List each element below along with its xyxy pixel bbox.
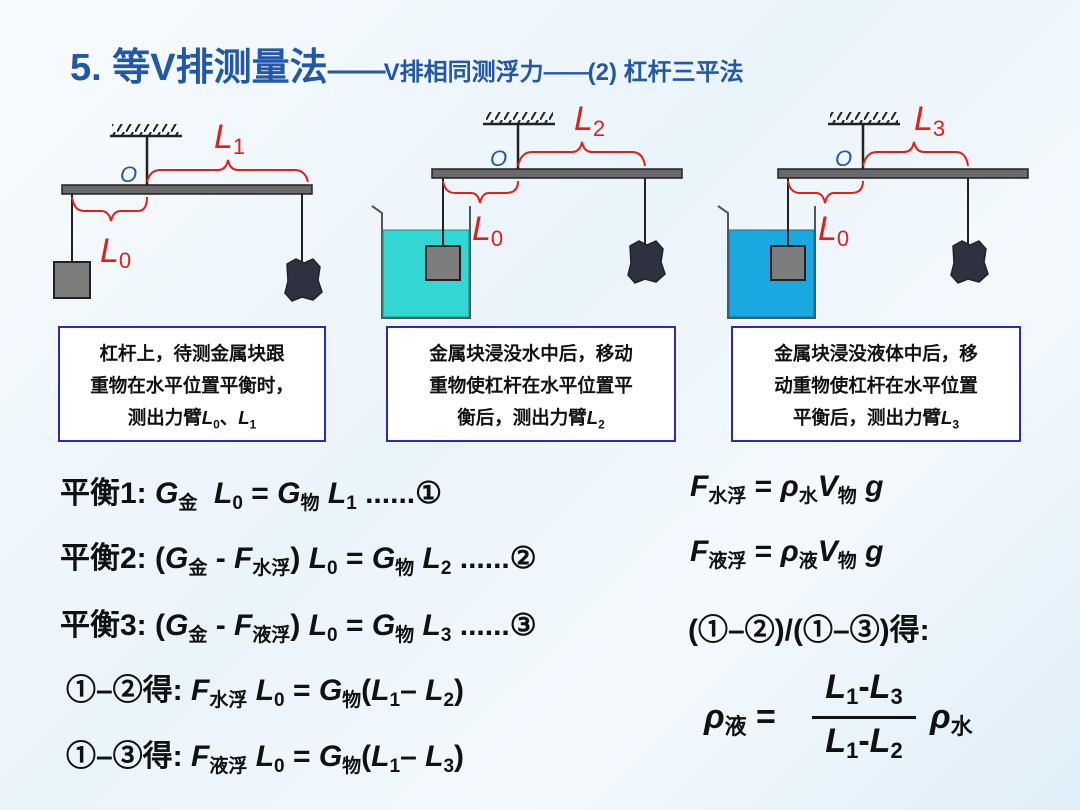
- step-3-line-3: 平衡后，测出力臂L3: [792, 407, 959, 432]
- brace-L3: [862, 141, 969, 167]
- step-1-line-3: 测出力臂L0、L1: [127, 407, 257, 432]
- brace-L1: [146, 159, 309, 183]
- equation-diff-1-3: ①–③得: F液浮 L0 = G物(L1– L3): [66, 740, 465, 777]
- metal-block-3: [770, 245, 806, 281]
- pivot-label-1: O: [120, 162, 137, 187]
- label-L0-2: L0: [472, 210, 503, 251]
- lever-bar-1: [61, 184, 313, 195]
- title-dash-2: ——: [543, 59, 590, 86]
- brace-L0-3: [787, 180, 864, 204]
- lever-setup-3: O L3 L0: [717, 100, 1029, 319]
- ceiling-hatch-1: [112, 124, 180, 136]
- equation-buoyancy-liquid: F液浮 = ρ液V物 g: [690, 535, 884, 572]
- equation-diff-1-2: ①–②得: F水浮 L0 = G物(L1– L2): [66, 674, 465, 711]
- step-3-line-1: 金属块浸没液体中后，移: [774, 343, 978, 364]
- lever-bar-2: [431, 168, 683, 179]
- weight-stone-3: [950, 240, 989, 284]
- metal-block-1: [53, 261, 91, 299]
- ceiling-hatch-2: [485, 112, 553, 124]
- step-box-1: 杠杆上，待测金属块跟 重物在水平位置平衡时， 测出力臂L0、L1: [58, 326, 326, 442]
- label-L1: L1: [214, 118, 245, 159]
- label-L2: L2: [574, 100, 605, 141]
- label-L0-1: L0: [100, 232, 131, 273]
- label-L0-3: L0: [818, 210, 849, 251]
- equation-balance-3: 平衡3: (G金 - F液浮) L0 = G物 L3 ......③: [60, 609, 537, 646]
- label-L3: L3: [914, 100, 945, 141]
- ceiling-hatch-3: [830, 112, 898, 124]
- result-rho-liquid: ρ液 =: [704, 698, 776, 739]
- brace-L0-2: [442, 180, 519, 204]
- beaker-2: [371, 205, 471, 319]
- step-2-line-2: 重物使杠杆在水平位置平: [429, 375, 633, 396]
- step-1-line-1: 杠杆上，待测金属块跟: [99, 343, 285, 364]
- result-denominator: L1-L2: [825, 722, 903, 763]
- title-method: (2) 杠杆三平法: [587, 59, 744, 86]
- brace-L2: [517, 141, 646, 167]
- title-dash-1: ——: [327, 54, 386, 87]
- pivot-label-3: O: [835, 146, 852, 171]
- lever-setup-1: O L1 L0: [53, 118, 323, 302]
- step-1-line-2: 重物在水平位置平衡时，: [90, 375, 294, 396]
- fraction-bar: [812, 716, 916, 719]
- weight-stone-2: [627, 240, 666, 284]
- beaker-3: [717, 205, 816, 319]
- metal-block-2: [425, 245, 461, 281]
- brace-L0-1: [71, 196, 148, 222]
- step-3-line-2: 动重物使杠杆在水平位置: [774, 375, 978, 396]
- lever-bar-3: [777, 168, 1029, 179]
- lever-diagrams: O L1 L0 O L2 L0 O L3 L0: [53, 100, 1029, 319]
- title-main: 5. 等V排测量法: [70, 47, 328, 89]
- step-2-line-3: 衡后，测出力臂L2: [457, 407, 605, 432]
- step-box-3: 金属块浸没液体中后，移 动重物使杠杆在水平位置 平衡后，测出力臂L3: [731, 326, 1021, 442]
- title-sub: V排相同测浮力: [383, 59, 544, 86]
- page-title: 5. 等V排测量法——V排相同测浮力——(2) 杠杆三平法: [70, 36, 744, 91]
- equation-balance-2: 平衡2: (G金 - F水浮) L0 = G物 L2 ......②: [60, 542, 537, 579]
- pivot-label-2: O: [490, 146, 507, 171]
- result-numerator: L1-L3: [825, 668, 903, 709]
- equation-ratio-step: (①–②)/(①–③)得:: [688, 614, 930, 647]
- result-rho-water: ρ水: [930, 698, 973, 739]
- step-2-line-1: 金属块浸没水中后，移动: [429, 343, 633, 364]
- lever-setup-2: O L2 L0: [371, 100, 683, 319]
- step-box-2: 金属块浸没水中后，移动 重物使杠杆在水平位置平 衡后，测出力臂L2: [386, 326, 676, 442]
- equation-balance-1: 平衡1: G金 L0 = G物 L1 ......①: [60, 477, 443, 514]
- equation-buoyancy-water: F水浮 = ρ水V物 g: [690, 470, 884, 507]
- weight-stone-1: [284, 258, 323, 302]
